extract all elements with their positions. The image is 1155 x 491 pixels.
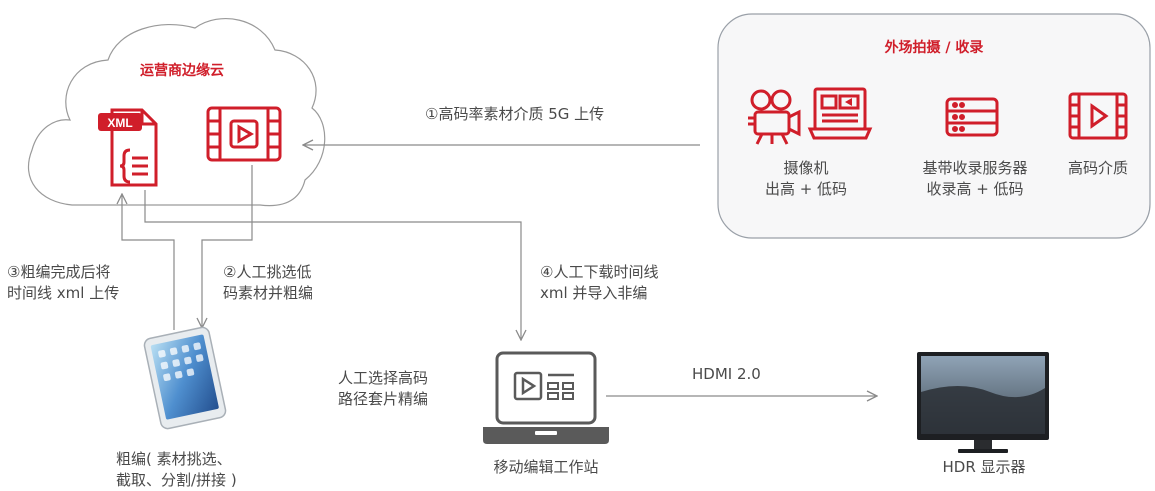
laptop-icon	[483, 351, 609, 444]
media-film-icon	[1068, 92, 1128, 140]
tablet-label: 粗编( 素材挑选、 截取、分割/拼接 )	[116, 450, 237, 489]
cloud-title: 运营商边缘云	[140, 63, 224, 79]
workstation-label: 移动编辑工作站	[493, 458, 599, 476]
monitor-label: HDR 显示器	[942, 458, 1026, 476]
xml-badge-text: XML	[107, 116, 132, 130]
camera-label: 摄像机 出高 + 低码	[764, 159, 848, 198]
timeline-download-arrow	[144, 190, 521, 340]
pick-lowres-arrow	[202, 165, 253, 328]
xml-file-icon	[98, 108, 158, 187]
camera-icon	[748, 89, 801, 145]
server-icon	[945, 97, 999, 137]
tablet-image	[143, 326, 227, 430]
field-panel-title: 外场拍摄 / 收录	[884, 40, 984, 56]
step-upload-timeline: ③粗编完成后将 时间线 xml 上传	[7, 263, 120, 302]
timeline-upload-arrow	[122, 194, 175, 330]
step-download-timeline: ④人工下载时间线 xml 并导入非编	[540, 263, 659, 302]
media-label: 高码介质	[1067, 159, 1128, 177]
hdmi-label: HDMI 2.0	[692, 365, 761, 383]
video-film-icon	[206, 106, 282, 162]
editing-screen-icon	[807, 87, 873, 140]
field-panel	[717, 13, 1151, 239]
step-select-highres: 人工选择高码 路径套片精编	[338, 369, 429, 408]
server-label: 基带收录服务器 收录高 + 低码	[922, 159, 1028, 198]
step-pick-lowres: ②人工挑选低 码素材并粗编	[223, 263, 314, 302]
step-upload-5g: ①高码率素材介质 5G 上传	[425, 105, 605, 123]
hdr-monitor-image	[917, 352, 1049, 453]
